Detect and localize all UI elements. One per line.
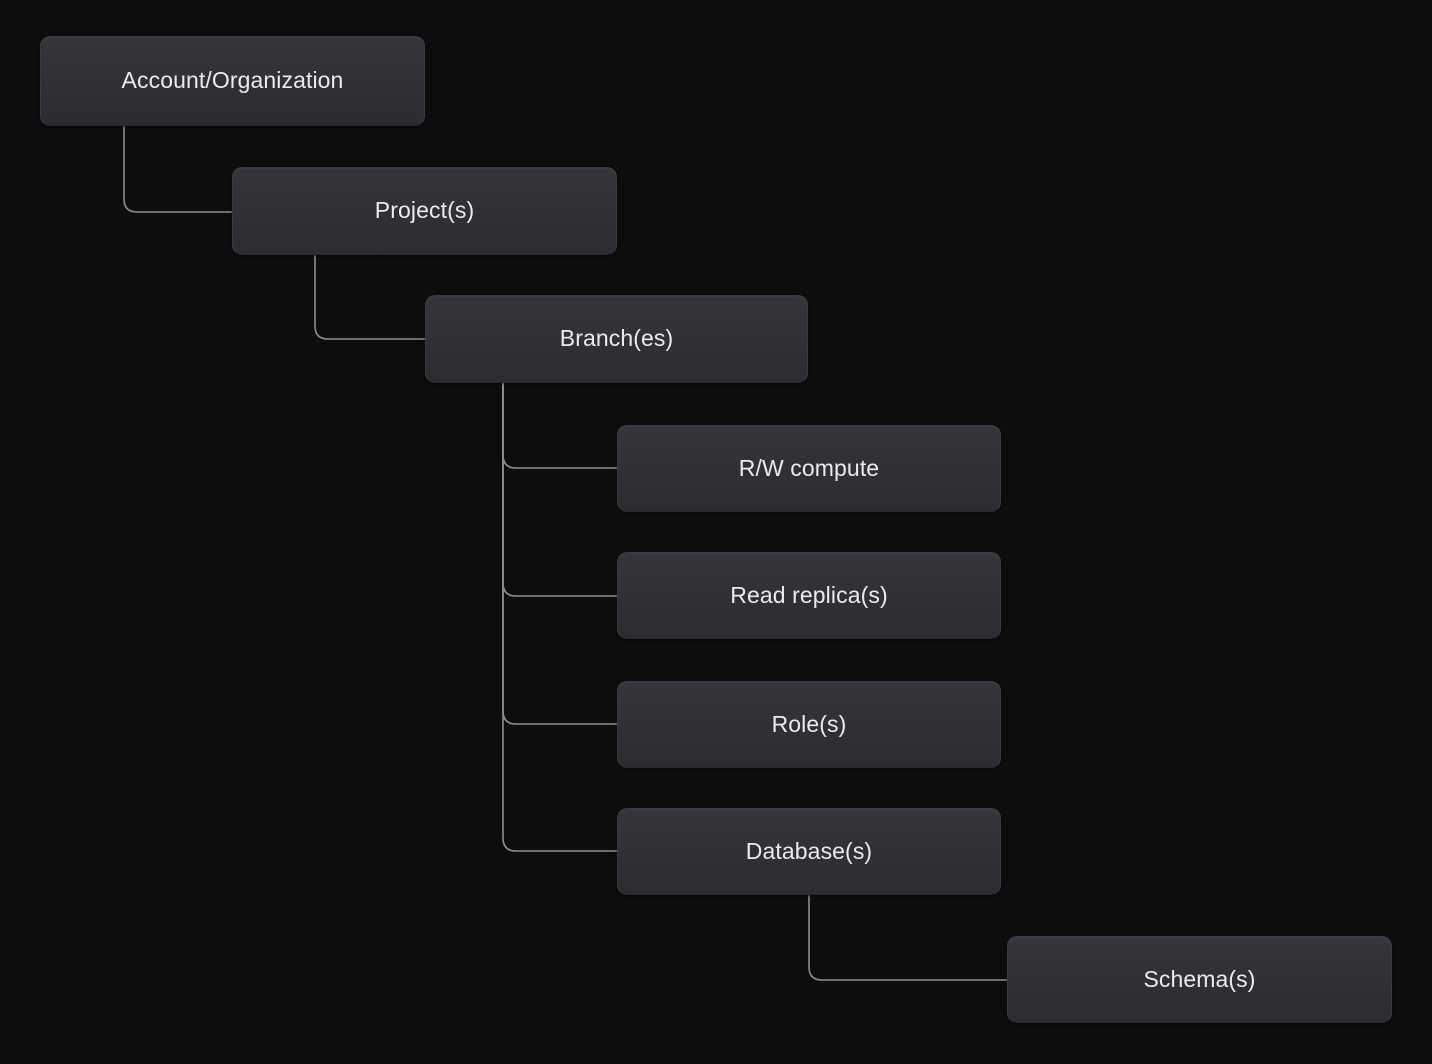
node-role[interactable]: Role(s) [617,681,1001,768]
node-label-database: Database(s) [745,837,873,864]
node-label-rw_compute: R/W compute [738,454,880,481]
connector-branch-to-rw_compute [502,382,618,469]
node-label-read_replica: Read replica(s) [730,581,888,608]
node-schema[interactable]: Schema(s) [1007,936,1392,1023]
node-project[interactable]: Project(s) [232,167,617,255]
node-database[interactable]: Database(s) [617,808,1001,895]
node-read_replica[interactable]: Read replica(s) [617,552,1001,639]
connector-branch-to-database [502,382,618,852]
node-account[interactable]: Account/Organization [40,36,425,126]
node-branch[interactable]: Branch(es) [425,295,808,383]
connector-project-to-branch [314,254,426,340]
node-label-account: Account/Organization [121,67,344,94]
connector-branch-to-read_replica [502,382,618,597]
node-label-role: Role(s) [771,710,847,737]
node-label-branch: Branch(es) [559,325,674,352]
node-rw_compute[interactable]: R/W compute [617,425,1001,512]
connector-account-to-project [123,125,233,213]
connector-branch-to-role [502,382,618,725]
node-label-schema: Schema(s) [1143,965,1256,992]
connector-database-to-schema [808,894,1008,981]
node-label-project: Project(s) [374,197,475,224]
